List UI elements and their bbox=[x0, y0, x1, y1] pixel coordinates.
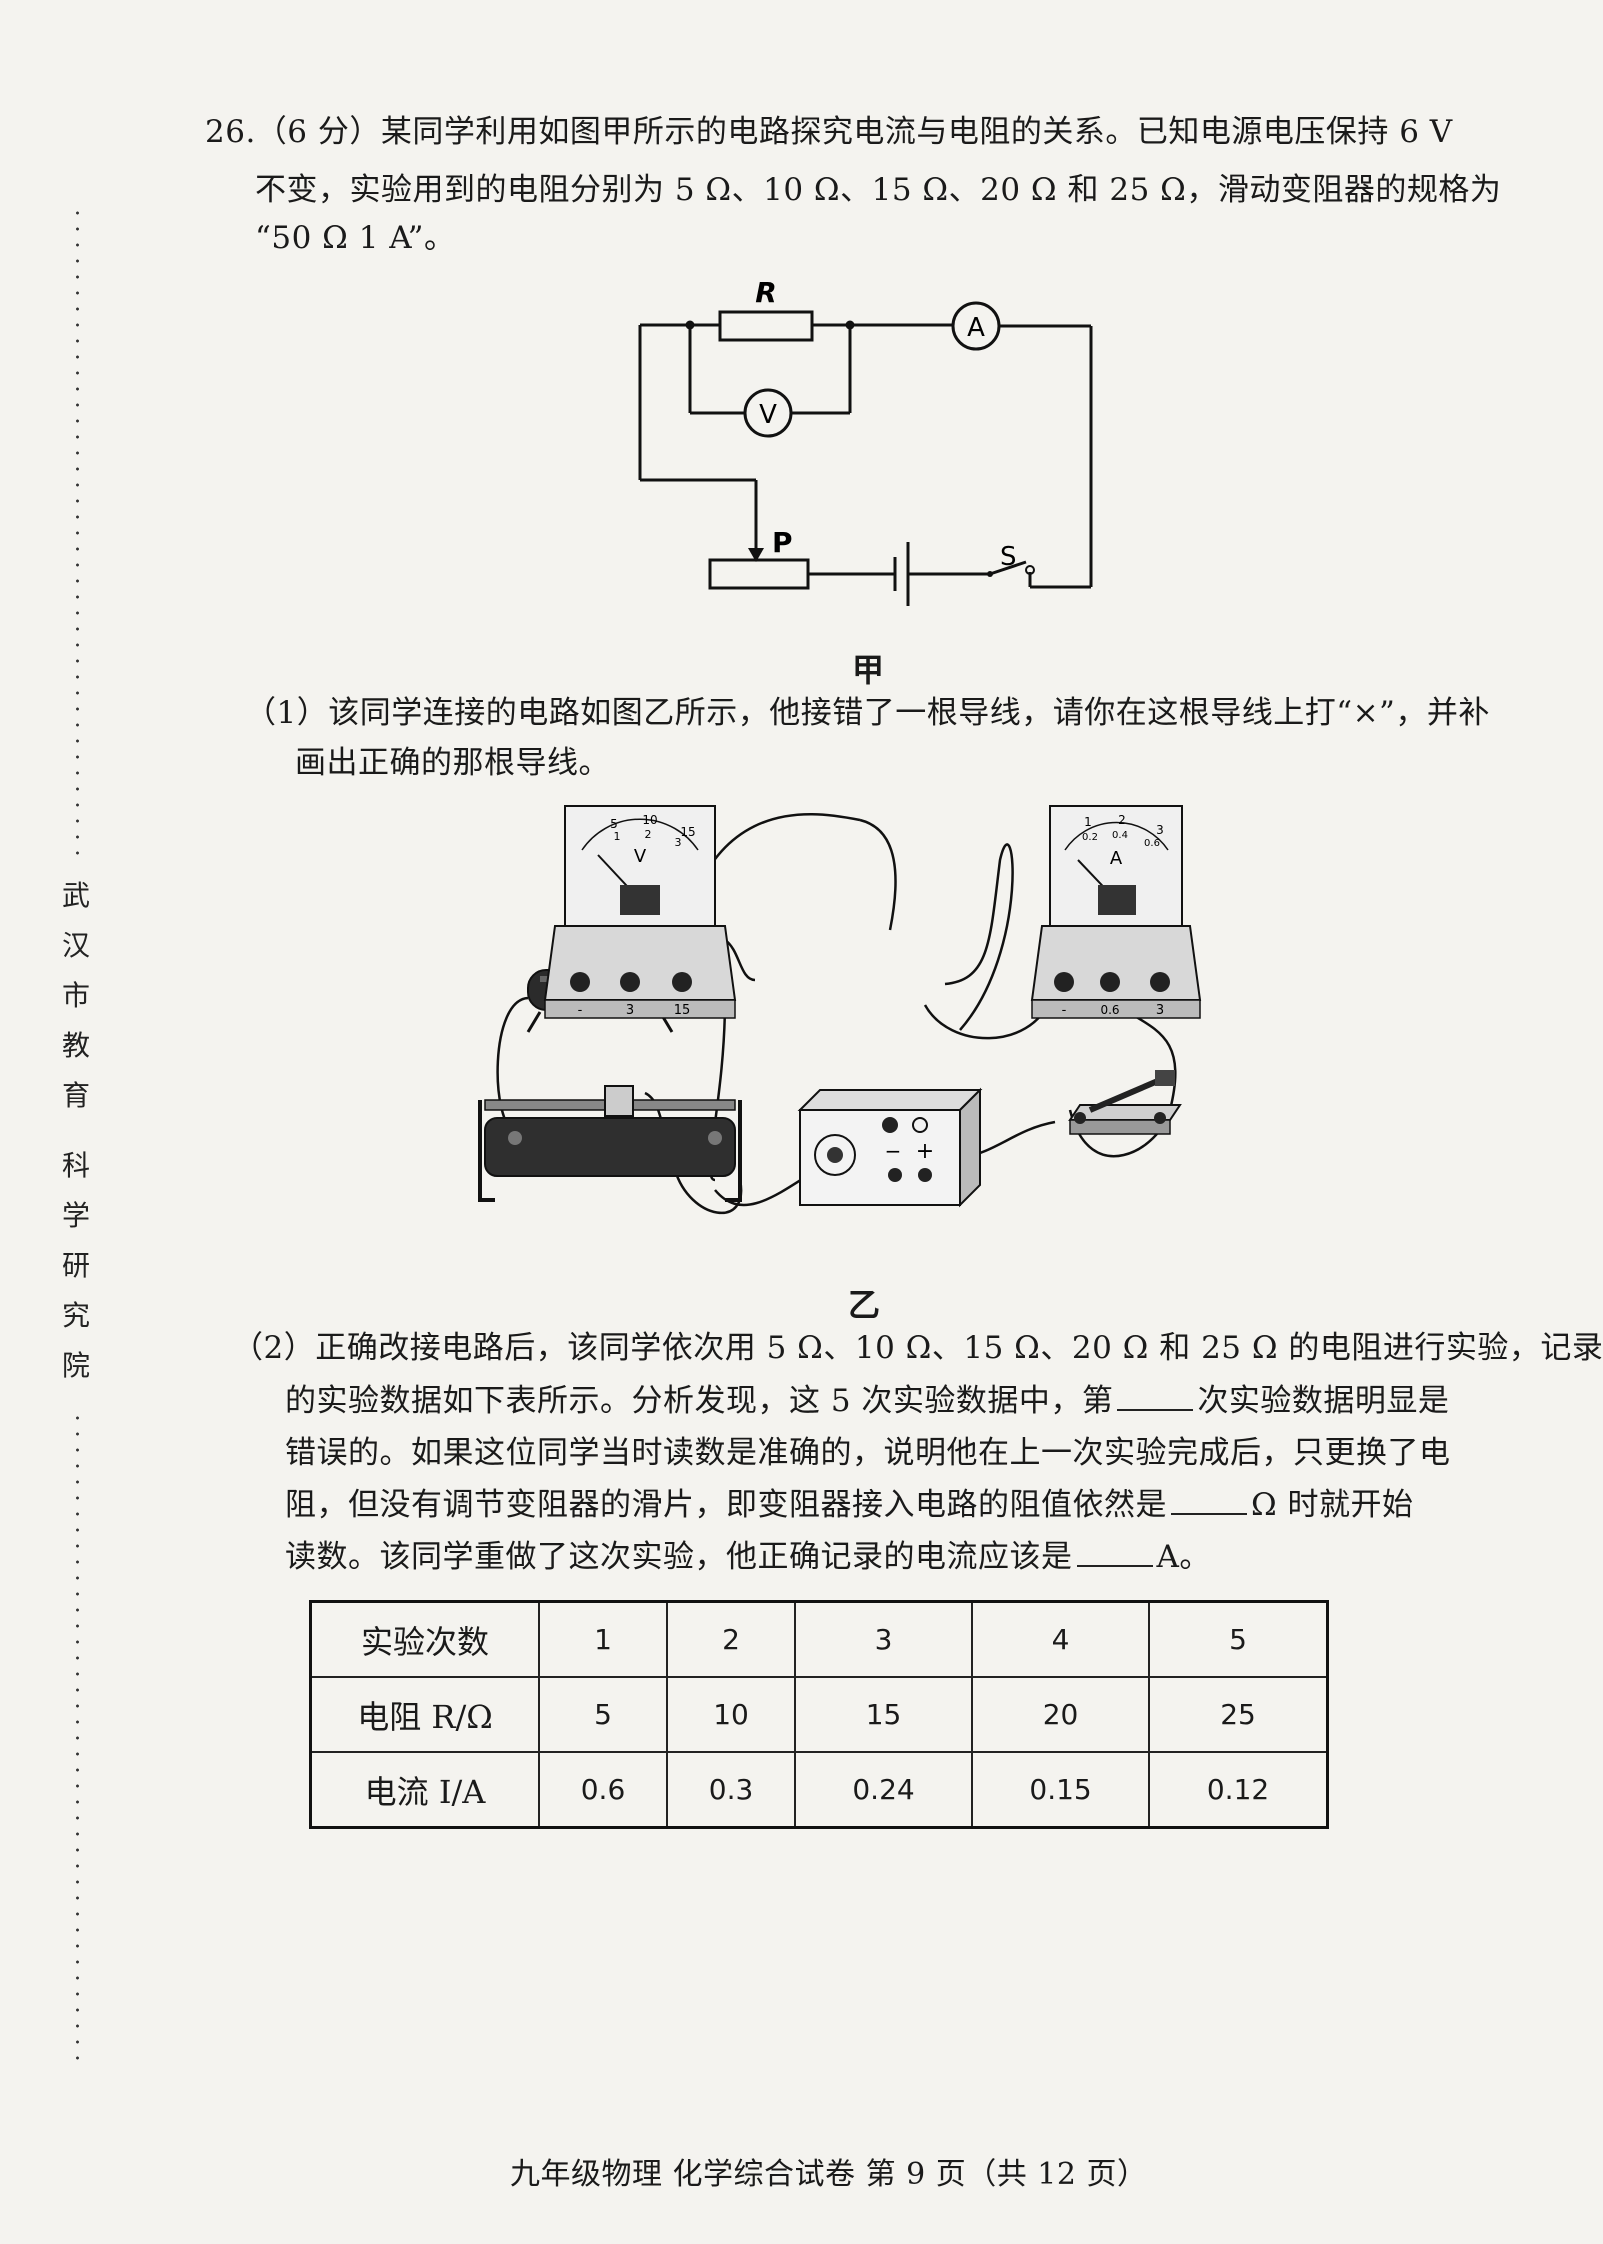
side-char: 研 bbox=[61, 1249, 90, 1282]
svg-text:-: - bbox=[1062, 1003, 1067, 1018]
label-S: S bbox=[1000, 542, 1017, 572]
side-char: 市 bbox=[61, 979, 90, 1012]
row-header-trial: 实验次数 bbox=[309, 1600, 540, 1678]
part2-line-5b: A。 bbox=[1156, 1539, 1211, 1575]
question-line-1: 26.（6 分）某同学利用如图甲所示的电路探究电流与电阻的关系。已知电源电压保持… bbox=[205, 114, 1453, 150]
table-cell: 20 bbox=[971, 1676, 1151, 1753]
table-row: 电阻 R/Ω 5 10 15 20 25 bbox=[309, 1676, 1329, 1753]
table-cell: 2 bbox=[666, 1600, 797, 1678]
sliding-rheostat bbox=[478, 1085, 742, 1202]
svg-text:+: + bbox=[916, 1139, 934, 1164]
part2-line-2b: 次实验数据明显是 bbox=[1197, 1383, 1450, 1419]
svg-text:0.4: 0.4 bbox=[1112, 830, 1128, 841]
svg-text:15: 15 bbox=[680, 825, 695, 839]
part2-line-4a: 阻，但没有调节变阻器的滑片，即变阻器接入电路的阻值依然是 bbox=[285, 1487, 1167, 1523]
table-cell: 10 bbox=[666, 1676, 797, 1753]
table-row: 电流 I/A 0.6 0.3 0.24 0.15 0.12 bbox=[309, 1751, 1329, 1829]
resistor-R bbox=[718, 310, 814, 342]
label-P: P bbox=[772, 526, 793, 559]
svg-text:V: V bbox=[634, 846, 647, 867]
svg-text:0.2: 0.2 bbox=[1082, 832, 1098, 843]
svg-text:3: 3 bbox=[1156, 823, 1164, 837]
table-cell: 0.12 bbox=[1148, 1751, 1329, 1829]
svg-text:3: 3 bbox=[1156, 1003, 1164, 1018]
question-line-2: 不变，实验用到的电阻分别为 5 Ω、10 Ω、15 Ω、20 Ω 和 25 Ω，… bbox=[255, 172, 1502, 208]
figure-caption-yi: 乙 bbox=[848, 1286, 881, 1324]
question-line-3: “50 Ω 1 A”。 bbox=[255, 220, 456, 256]
apparatus-figure-yi: V 5 10 15 1 2 3 - 3 15 A 1 2 3 0.2 0.4 0… bbox=[478, 805, 1202, 1215]
svg-text:1: 1 bbox=[1084, 815, 1092, 829]
svg-text:0.6: 0.6 bbox=[1100, 1003, 1119, 1017]
table-cell: 5 bbox=[1148, 1600, 1329, 1678]
answer-blank-current[interactable] bbox=[1076, 1537, 1153, 1567]
table-cell: 3 bbox=[794, 1600, 974, 1678]
svg-text:−: − bbox=[885, 1139, 902, 1163]
svg-text:A: A bbox=[1110, 848, 1123, 869]
part1-line-2: 画出正确的那根导线。 bbox=[295, 745, 610, 781]
rheostat-symbol bbox=[708, 558, 810, 590]
label-R: R bbox=[755, 276, 777, 309]
table-cell: 0.6 bbox=[537, 1751, 669, 1829]
margin-dots-bottom bbox=[76, 1410, 79, 2070]
svg-text:3: 3 bbox=[675, 836, 682, 849]
part2-line-4b: Ω 时就开始 bbox=[1251, 1487, 1414, 1523]
ammeter-device: A 1 2 3 0.2 0.4 0.6 - 0.6 3 bbox=[1030, 805, 1202, 1019]
part2-line-2: 的实验数据如下表所示。分析发现，这 5 次实验数据中，第 次实验数据明显是 bbox=[285, 1381, 1449, 1421]
part2-line-4: 阻，但没有调节变阻器的滑片，即变阻器接入电路的阻值依然是 Ω 时就开始 bbox=[285, 1485, 1414, 1525]
side-char: 汉 bbox=[61, 929, 90, 962]
label-V: V bbox=[759, 400, 777, 430]
part2-line-5: 读数。该同学重做了这次实验，他正确记录的电流应该是 A。 bbox=[285, 1537, 1211, 1577]
row-header-resistance: 电阻 R/Ω bbox=[309, 1676, 540, 1753]
data-table: 实验次数 1 2 3 4 5 电阻 R/Ω 5 10 15 20 25 电流 I… bbox=[309, 1600, 1329, 1829]
answer-blank-trial[interactable] bbox=[1117, 1381, 1194, 1411]
answer-blank-resistance[interactable] bbox=[1171, 1485, 1247, 1515]
row-header-current: 电流 I/A bbox=[309, 1751, 540, 1829]
svg-text:15: 15 bbox=[674, 1003, 691, 1018]
svg-text:2: 2 bbox=[1118, 813, 1126, 827]
power-supply: − + bbox=[797, 1087, 983, 1208]
part1-line-1: （1）该同学连接的电路如图乙所示，他接错了一根导线，请你在这根导线上打“×”，并… bbox=[245, 695, 1490, 731]
svg-text:5: 5 bbox=[610, 817, 618, 831]
margin-dots-top bbox=[76, 205, 79, 860]
svg-text:3: 3 bbox=[626, 1003, 634, 1018]
side-char: 究 bbox=[61, 1299, 90, 1332]
svg-text:2: 2 bbox=[645, 828, 652, 841]
table-cell: 4 bbox=[971, 1600, 1151, 1678]
part2-line-3: 错误的。如果这位同学当时读数是准确的，说明他在上一次实验完成后，只更换了电 bbox=[285, 1435, 1451, 1471]
knife-switch bbox=[1068, 1070, 1182, 1135]
svg-text:-: - bbox=[578, 1003, 583, 1018]
svg-text:1: 1 bbox=[614, 830, 621, 843]
table-cell: 0.24 bbox=[794, 1751, 974, 1829]
table-cell: 0.3 bbox=[666, 1751, 797, 1829]
svg-text:10: 10 bbox=[642, 813, 657, 827]
table-cell: 0.15 bbox=[971, 1751, 1151, 1829]
svg-text:0.6: 0.6 bbox=[1144, 838, 1160, 849]
table-cell: 1 bbox=[537, 1600, 669, 1678]
side-char: 育 bbox=[61, 1079, 90, 1112]
circuit-diagram-jia: R A V P S bbox=[638, 276, 1093, 606]
side-char: 院 bbox=[61, 1349, 90, 1382]
part2-line-5a: 读数。该同学重做了这次实验，他正确记录的电流应该是 bbox=[285, 1539, 1073, 1575]
voltmeter-device: V 5 10 15 1 2 3 - 3 15 bbox=[543, 805, 737, 1019]
table-cell: 5 bbox=[537, 1676, 669, 1753]
side-char: 科 bbox=[61, 1149, 90, 1182]
label-A: A bbox=[967, 313, 985, 343]
table-cell: 25 bbox=[1148, 1676, 1329, 1753]
table-row: 实验次数 1 2 3 4 5 bbox=[309, 1600, 1329, 1678]
page-footer: 九年级物理 化学综合试卷 第 9 页（共 12 页） bbox=[510, 2157, 1148, 2192]
side-char: 武 bbox=[61, 879, 90, 912]
table-cell: 15 bbox=[794, 1676, 974, 1753]
part2-line-1: （2）正确改接电路后，该同学依次用 5 Ω、10 Ω、15 Ω、20 Ω 和 2… bbox=[232, 1330, 1603, 1366]
side-char: 学 bbox=[61, 1199, 90, 1232]
part2-line-2a: 的实验数据如下表所示。分析发现，这 5 次实验数据中，第 bbox=[285, 1383, 1114, 1419]
figure-caption-jia: 甲 bbox=[852, 651, 885, 689]
side-char: 教 bbox=[61, 1029, 90, 1062]
